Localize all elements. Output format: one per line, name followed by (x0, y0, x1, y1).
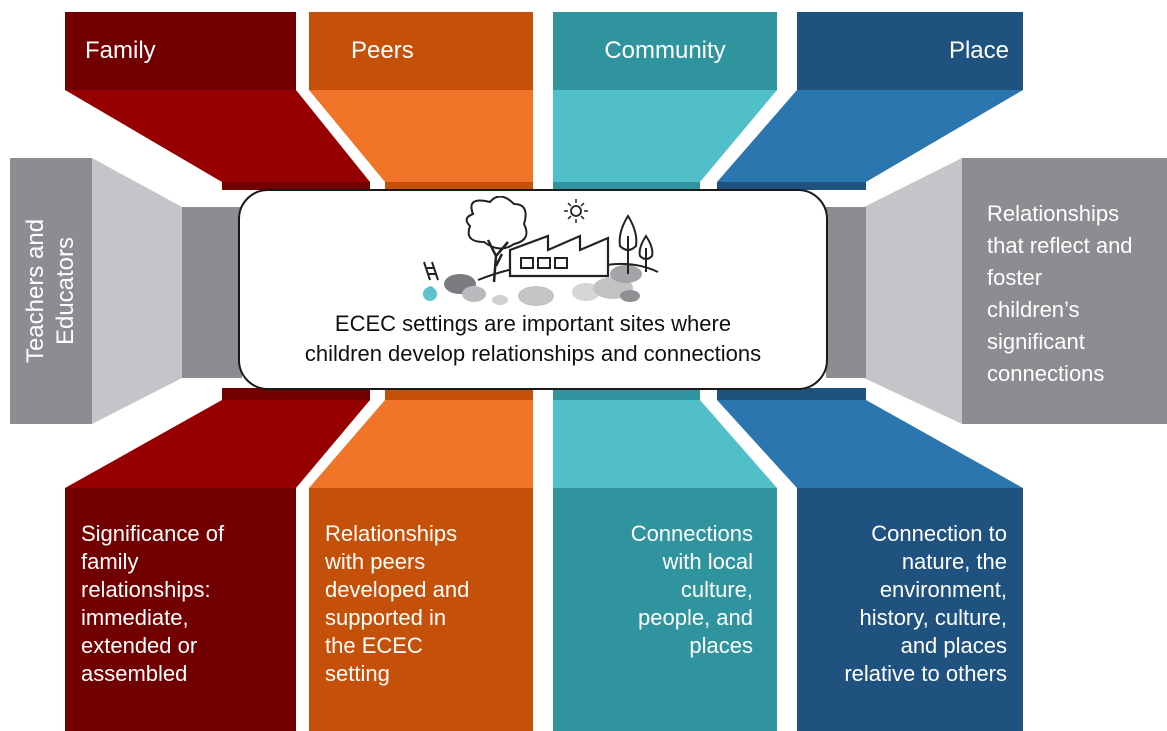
community-bottom-stub (553, 388, 700, 400)
family-bottom-stub (222, 388, 370, 400)
place-top-stub (717, 182, 866, 190)
peers-bottom-stub (385, 388, 533, 400)
left-gray-stub (182, 207, 242, 378)
community-description: Connections with local culture, people, … (553, 488, 777, 731)
center-card: ECEC settings are important sites where … (238, 189, 828, 390)
relationships-label: Relationships that reflect and foster ch… (962, 158, 1167, 424)
center-statement: ECEC settings are important sites where … (304, 311, 762, 366)
community-top-funnel (553, 90, 777, 182)
peers-top-funnel (309, 90, 533, 182)
peers-top-stub (385, 182, 533, 190)
left-gray-funnel (92, 158, 182, 424)
peers-description: Relationships with peers developed and s… (309, 488, 533, 731)
place-top-funnel (717, 90, 1023, 182)
teachers-educators-label: Teachers and Educators (10, 158, 92, 424)
peers-bottom-funnel (309, 400, 533, 488)
family-bottom-funnel (65, 400, 370, 488)
family-top-funnel (65, 90, 370, 182)
header-community: Community (553, 12, 777, 90)
header-family: Family (65, 12, 296, 90)
community-bottom-funnel (553, 400, 777, 488)
family-description: Significance of family relationships: im… (65, 488, 296, 731)
right-gray-funnel (864, 158, 962, 424)
teachers-educators-text: Teachers and Educators (22, 218, 79, 364)
header-place: Place (797, 12, 1023, 90)
community-top-stub (553, 182, 700, 190)
family-top-stub (222, 182, 370, 190)
place-bottom-stub (717, 388, 866, 400)
place-description: Connection to nature, the environment, h… (797, 488, 1023, 731)
header-peers: Peers (309, 12, 533, 90)
school-landscape-icon (423, 196, 659, 306)
place-bottom-funnel (717, 400, 1023, 488)
right-gray-stub (826, 207, 866, 378)
